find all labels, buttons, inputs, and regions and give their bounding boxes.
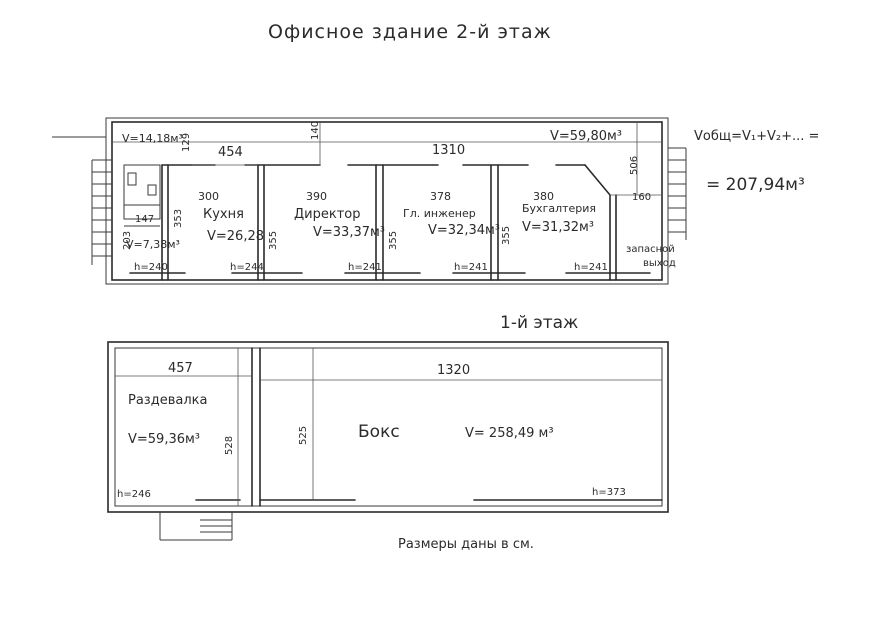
locker-height: h=246 (117, 489, 151, 500)
director-width: 390 (306, 190, 327, 203)
hall-volume: V=14,18м³ (122, 132, 183, 145)
corridor-volume: V=59,80м³ (550, 129, 622, 144)
dim-129: 129 (181, 133, 192, 152)
dim-147: 147 (135, 214, 154, 225)
engineer-depth: 355 (501, 226, 512, 245)
locker-depth: 528 (224, 436, 235, 455)
engineer-width: 378 (430, 190, 451, 203)
locker-volume: V=59,36м³ (128, 432, 200, 447)
total-volume: = 207,94м³ (706, 175, 805, 195)
emergency-exit-label-2: выход (643, 258, 676, 269)
locker-width: 457 (168, 361, 193, 376)
box-width: 1320 (437, 363, 470, 378)
floor2-outline (52, 117, 687, 285)
kitchen-volume: V=26,28 (207, 229, 264, 244)
locker-name: Раздевалка (128, 393, 207, 408)
kitchen-depth: 355 (268, 231, 279, 250)
small-room-volume: V=7,38м³ (126, 238, 180, 251)
kitchen-height: h=244 (230, 262, 264, 273)
dim-total-2f: 1310 (432, 143, 465, 158)
emergency-exit-label-1: запасной (626, 244, 675, 255)
floor1-outline (107, 341, 669, 541)
plan-title: Офисное здание 2-й этаж (268, 21, 552, 43)
director-depth: 355 (388, 231, 399, 250)
small-room-height: h=240 (134, 262, 168, 273)
kitchen-width: 300 (198, 190, 219, 203)
dim-left-2f: 454 (218, 145, 243, 160)
dim-353: 353 (173, 209, 184, 228)
box-name: Бокс (358, 422, 400, 442)
box-height: h=373 (592, 487, 626, 498)
engineer-volume: V=32,34м³ (428, 223, 500, 238)
dim-140: 140 (310, 121, 321, 140)
kitchen-name: Кухня (203, 207, 244, 222)
box-volume: V= 258,49 м³ (465, 426, 554, 441)
box-depth: 525 (298, 426, 309, 445)
accounting-width: 380 (533, 190, 554, 203)
floor1-title: 1-й этаж (500, 313, 578, 333)
accounting-name: Бухгалтерия (522, 202, 596, 215)
dim-506: 506 (629, 156, 640, 175)
engineer-height: h=241 (454, 262, 488, 273)
accounting-height: h=241 (574, 262, 608, 273)
dim-203: 203 (122, 231, 133, 250)
right-stairs (668, 147, 687, 240)
accounting-volume: V=31,32м³ (522, 220, 594, 235)
total-formula: Vобщ=V₁+V₂+... = (694, 129, 819, 144)
units-note: Размеры даны в см. (398, 537, 534, 552)
director-height: h=241 (348, 262, 382, 273)
director-name: Директор (294, 207, 361, 222)
director-volume: V=33,37м³ (313, 225, 385, 240)
dim-160: 160 (632, 192, 651, 203)
left-stairs (91, 159, 112, 265)
engineer-name: Гл. инженер (403, 207, 476, 220)
